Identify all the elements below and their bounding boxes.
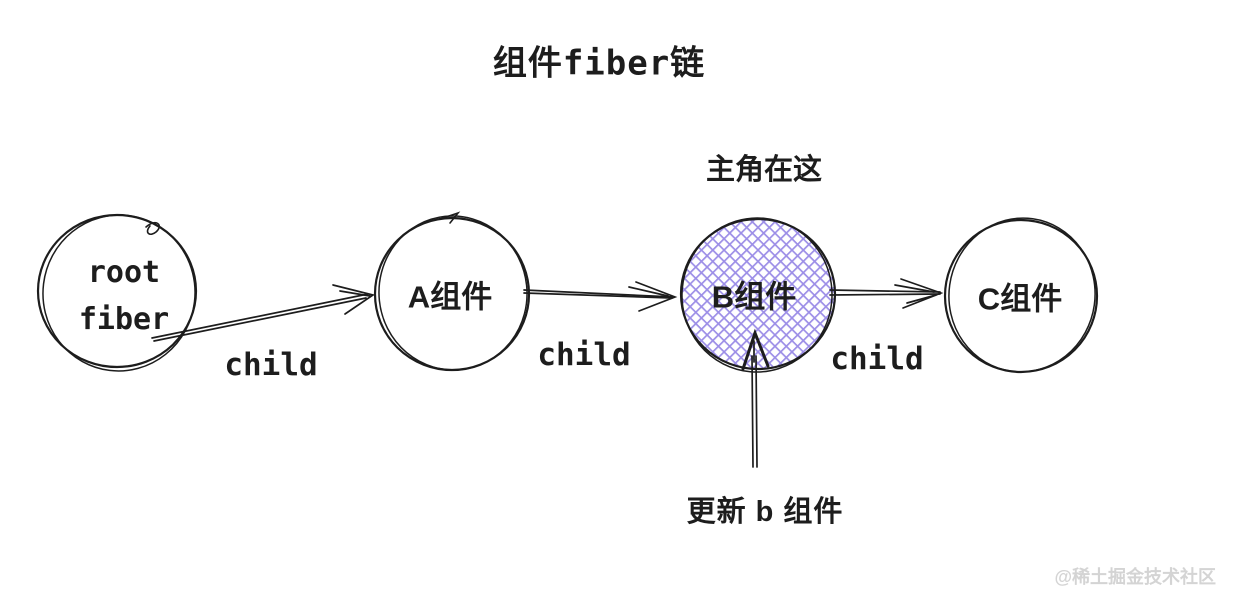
node-label-component-b: B组件 xyxy=(711,279,797,315)
node-label-component-c: C组件 xyxy=(977,281,1063,317)
arrow-a-to-b xyxy=(523,281,678,312)
arrow-update-to-b xyxy=(741,328,770,468)
node-component-c xyxy=(943,217,1099,374)
edge-label-a-to-b: child xyxy=(537,337,631,373)
node-label-component-a: A组件 xyxy=(407,279,493,315)
edge-label-b-to-c: child xyxy=(830,341,924,377)
root-label-line2: fiber xyxy=(78,302,170,337)
root-label-line1: root xyxy=(87,255,161,290)
arrow-root-to-a xyxy=(151,284,376,342)
protagonist-annotation: 主角在这 xyxy=(705,154,823,186)
watermark: @稀土掘金技术社区 xyxy=(1054,567,1216,587)
update-annotation: 更新 b 组件 xyxy=(686,496,844,528)
node-component-b-highlighted xyxy=(679,217,837,373)
arrow-b-to-c xyxy=(829,278,944,309)
edge-label-root-to-a: child xyxy=(224,347,318,383)
node-label-root-fiber: root fiber xyxy=(79,249,169,343)
node-root-fiber xyxy=(36,213,198,372)
diagram-title: 组件fiber链 xyxy=(492,43,706,84)
